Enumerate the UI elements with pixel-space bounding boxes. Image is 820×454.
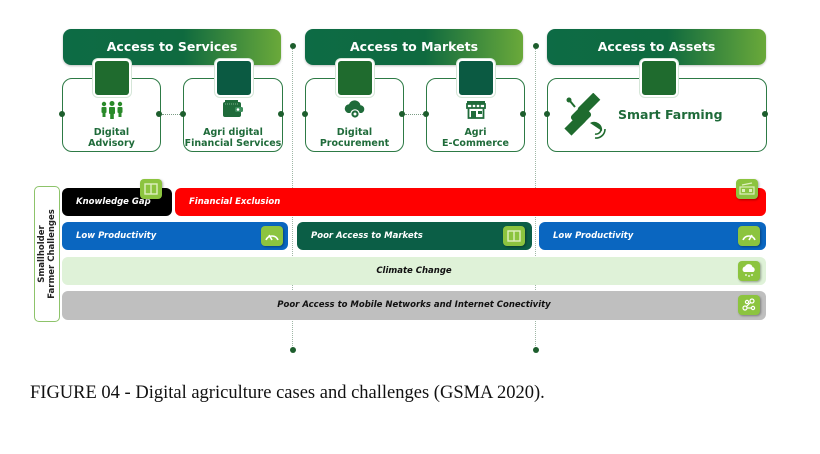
connector-line xyxy=(405,114,423,115)
challenge-climate-change: Climate Change xyxy=(62,257,766,285)
connector-dot xyxy=(544,111,550,117)
gauge-icon-box xyxy=(738,226,760,246)
card-label: Agri E-Commerce xyxy=(427,127,524,149)
connector-line xyxy=(162,114,180,115)
challenge-financial-exclusion: Financial Exclusion xyxy=(175,188,766,216)
challenge-low-productivity-2: Low Productivity xyxy=(539,222,766,250)
book-icon xyxy=(144,183,158,195)
card-tab xyxy=(93,59,131,97)
connector-dot xyxy=(59,111,65,117)
cloud-rain-icon-box xyxy=(738,261,760,281)
card-label-line2: Advisory xyxy=(88,138,135,149)
gauge-icon xyxy=(742,234,756,241)
card-tab xyxy=(640,59,678,97)
side-label-line2: Farmer Challenges xyxy=(47,209,57,299)
cloud-rain-icon xyxy=(742,264,755,277)
challenge-label: Poor Access to Mobile Networks and Inter… xyxy=(277,300,551,310)
connector-dot xyxy=(762,111,768,117)
separator-dot-top-2 xyxy=(533,43,539,49)
book-icon-box xyxy=(503,226,525,246)
card-label-line2: E-Commerce xyxy=(442,138,509,149)
connector-dot xyxy=(278,111,284,117)
wallet-icon xyxy=(223,100,243,117)
card-label-line2: Financial Services xyxy=(184,138,282,149)
book-icon-box xyxy=(140,179,162,199)
network-icon xyxy=(742,298,756,311)
challenge-label: Knowledge Gap xyxy=(76,197,151,207)
separator-dot-top-1 xyxy=(290,43,296,49)
card-tab xyxy=(457,59,495,97)
card-digital-procurement: Digital Procurement xyxy=(305,59,404,152)
card-agri-ecommerce: Agri E-Commerce xyxy=(426,59,525,152)
side-label-box: Smallholder Farmer Challenges xyxy=(34,186,60,322)
card-label-line2: Procurement xyxy=(319,138,390,149)
network-icon-box xyxy=(738,295,760,315)
connector-dot xyxy=(520,111,526,117)
connector-dot xyxy=(399,111,405,117)
connector-dot xyxy=(423,111,429,117)
cash-icon-box xyxy=(736,179,758,199)
challenge-poor-mobile-connectivity: Poor Access to Mobile Networks and Inter… xyxy=(62,291,766,320)
gauge-icon-box xyxy=(261,226,283,246)
card-label: Digital Advisory xyxy=(63,127,160,149)
card-agri-financial-services: Agri digital Financial Services xyxy=(183,59,283,152)
card-label-line1: Digital xyxy=(93,127,130,138)
side-label: Smallholder Farmer Challenges xyxy=(37,209,57,299)
card-label-line1: Digital xyxy=(336,127,373,138)
people-group-icon xyxy=(101,101,123,119)
connector-dot xyxy=(156,111,162,117)
challenge-label: Low Productivity xyxy=(553,231,634,241)
gauge-icon xyxy=(265,234,279,241)
card-label-line1: Agri xyxy=(464,127,487,138)
separator-dot-bottom-2 xyxy=(533,347,539,353)
card-label: Digital Procurement xyxy=(306,127,403,149)
card-smart-farming: Smart Farming xyxy=(547,59,767,152)
card-label: Smart Farming xyxy=(618,107,723,122)
card-label-line1: Agri digital xyxy=(203,127,263,138)
connector-dot xyxy=(180,111,186,117)
card-label: Agri digital Financial Services xyxy=(184,127,282,149)
book-icon xyxy=(507,230,521,242)
challenge-poor-access-to-markets: Poor Access to Markets xyxy=(297,222,532,250)
figure-caption: FIGURE 04 - Digital agriculture cases an… xyxy=(30,383,545,403)
challenge-label: Financial Exclusion xyxy=(189,197,281,207)
separator-dot-bottom-1 xyxy=(290,347,296,353)
side-label-line1: Smallholder xyxy=(37,225,47,283)
challenge-label: Low Productivity xyxy=(76,231,157,241)
challenge-low-productivity-1: Low Productivity xyxy=(62,222,288,250)
connector-dot xyxy=(302,111,308,117)
card-tab xyxy=(215,59,253,97)
cloud-gear-icon xyxy=(344,100,365,119)
challenge-label: Climate Change xyxy=(376,266,452,276)
card-tab xyxy=(336,59,374,97)
storefront-icon xyxy=(466,101,486,119)
challenge-label: Poor Access to Markets xyxy=(311,231,423,241)
satellite-icon xyxy=(564,93,606,139)
card-digital-advisory: Digital Advisory xyxy=(62,59,161,152)
cash-icon xyxy=(739,182,755,195)
header-access-to-services: Access to Services xyxy=(63,29,281,65)
